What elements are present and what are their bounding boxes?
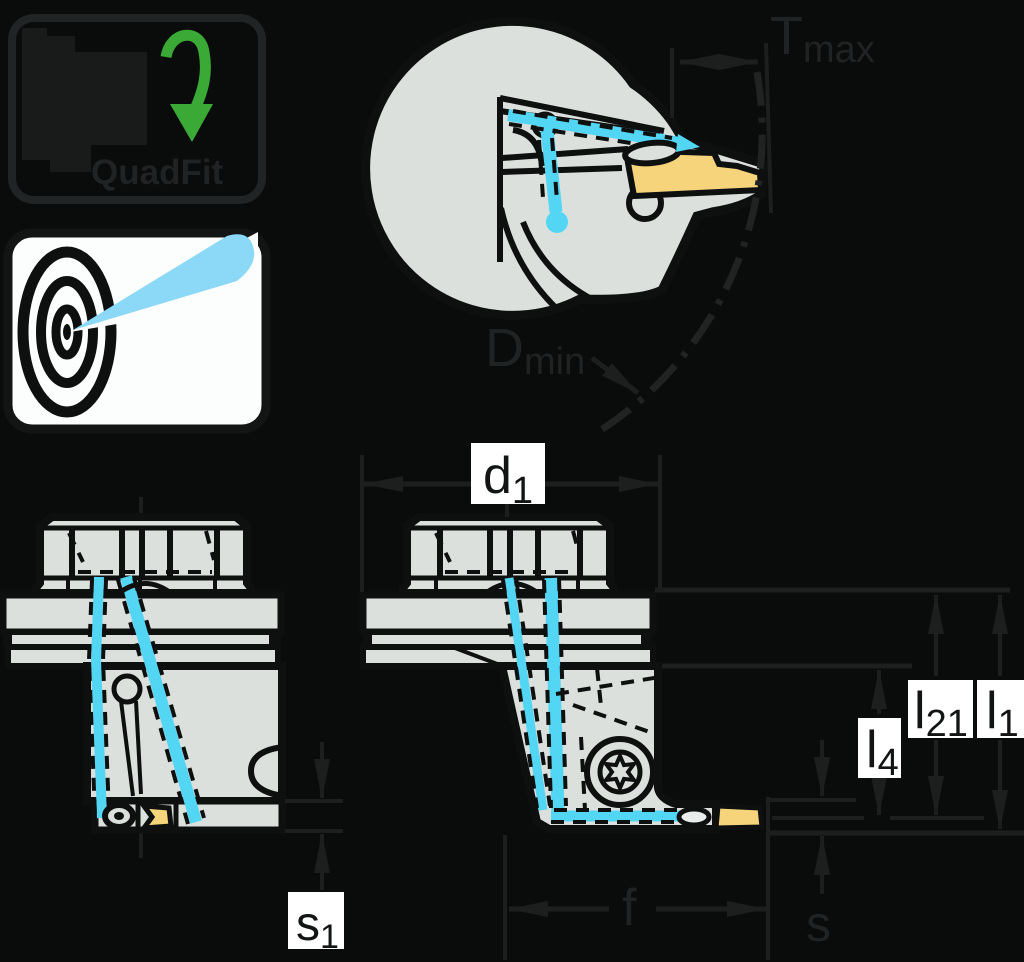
insert-side-view	[713, 803, 765, 831]
precision-coolant-badge	[3, 228, 271, 434]
coolant-beam-icon	[73, 234, 255, 330]
s1-label: s1	[296, 898, 339, 956]
s-label: s	[806, 896, 831, 952]
quadfit-badge: QuadFit	[8, 14, 266, 204]
quadfit-label: QuadFit	[91, 153, 224, 192]
s1-label-box	[288, 892, 344, 949]
dim-l4: l4	[858, 669, 901, 816]
insert-front-view	[138, 803, 174, 831]
toolholder-side-view	[359, 504, 765, 833]
groove-notch-right-side	[641, 633, 650, 646]
coolant-outlet-ring	[102, 802, 136, 830]
groove-notch-left	[3, 633, 12, 646]
l1-label: l1	[986, 682, 1019, 745]
dim-s1: s1	[285, 742, 344, 956]
l4-label: l4	[866, 721, 899, 784]
dim-tmax: Tmax	[670, 6, 875, 214]
groove-notch-right	[269, 633, 278, 646]
dim-f: f	[508, 879, 767, 937]
cutaway-detail-view: Tmax Dmin	[366, 6, 875, 435]
l4-label-box	[858, 718, 901, 778]
dim-l21: l21	[908, 594, 973, 816]
torx-screw-icon	[584, 736, 656, 808]
d1-label-box	[471, 443, 545, 504]
clamp-pin	[111, 673, 143, 797]
dmin-centerline-arc	[596, 71, 766, 435]
hidden-edge-dashes	[555, 667, 661, 811]
coolant-outlet-oval	[676, 806, 712, 828]
dimension-reference-lines	[503, 587, 1024, 960]
insert-pocket-lines	[135, 803, 179, 828]
side-hole-arc	[247, 744, 284, 799]
dim-l1: l1	[977, 594, 1024, 830]
base-edge-line	[454, 646, 501, 667]
groove-notch-left-side	[363, 633, 372, 646]
coupling-bore-arc	[117, 581, 173, 596]
f-label: f	[622, 879, 637, 937]
dim-s: s	[806, 740, 831, 952]
l21-label-box	[908, 680, 973, 738]
dim-dmin: Dmin	[485, 318, 640, 395]
toolholder-front-view: s1	[0, 497, 344, 956]
dmin-label: Dmin	[485, 318, 585, 383]
tmax-label: Tmax	[770, 6, 875, 71]
l21-label: l21	[914, 682, 968, 745]
dim-d1: d1	[360, 443, 662, 592]
d1-label: d1	[483, 447, 533, 512]
clamping-unit-side-details	[407, 525, 610, 591]
l1-label-box	[977, 680, 1024, 738]
detail-coolant-channels	[507, 109, 681, 233]
coupling-silhouette-icon	[22, 28, 147, 172]
front-coolant-channels	[86, 575, 206, 825]
coolant-jet-tip	[676, 134, 700, 152]
bullseye-icon	[17, 246, 117, 418]
clamping-unit-details	[40, 525, 247, 591]
swap-arrow-icon	[160, 29, 213, 142]
